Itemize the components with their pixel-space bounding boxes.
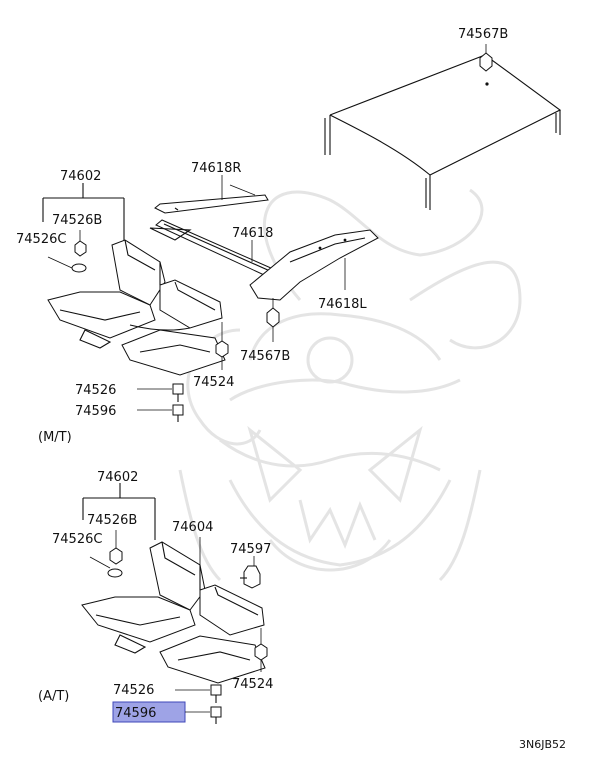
label-74526-mt[interactable]: 74526 [75,383,116,398]
mt-bar-74618 [149,219,281,281]
label-74524-at[interactable]: 74524 [232,677,273,692]
mt-nut-74526B [74,230,87,257]
diagram-code: 3N6JB52 [519,738,566,751]
label-74596-at[interactable]: 74596 [115,706,156,721]
mt-washer-74526C [71,263,87,273]
label-74596-mt[interactable]: 74596 [75,404,116,419]
label-74618L-mt[interactable]: 74618L [318,297,367,312]
mt-nut-74567B [266,298,280,342]
nut-74567B-top [479,44,493,72]
at-clip-74597 [240,556,261,589]
label-74602-at[interactable]: 74602 [97,470,138,485]
label-74526-at[interactable]: 74526 [113,683,154,698]
at-bolt-74526 [175,684,222,703]
label-74602-mt[interactable]: 74602 [60,169,101,184]
at-undercover-panel [81,541,266,684]
at-bracket-74602 [82,483,156,540]
label-74567B-mt[interactable]: 74567B [240,349,290,364]
variant-label-mt: (M/T) [38,430,72,445]
label-74604-at[interactable]: 74604 [172,520,213,535]
mt-bolt-74596 [137,404,184,422]
label-74526B-mt[interactable]: 74526B [52,213,102,228]
mt-undercover-panel [47,239,226,376]
at-bolt-74524 [254,628,268,672]
at-washer-74526C [107,568,123,578]
upper-cover-panel [324,54,562,210]
label-74526C-at[interactable]: 74526C [52,532,102,547]
label-74618-mt[interactable]: 74618 [232,226,273,241]
label-74526B-at[interactable]: 74526B [87,513,137,528]
mt-bar-74618R [154,184,269,214]
mt-bolt-74524 [215,322,229,370]
mt-bracket-74602 [42,183,125,245]
label-74597-at[interactable]: 74597 [230,542,271,557]
at-bolt-74596 [185,706,222,724]
mt-bolt-74526 [137,383,184,402]
label-74524-mt[interactable]: 74524 [193,375,234,390]
at-nut-74526B [109,530,123,565]
label-74618R-mt[interactable]: 74618R [191,161,241,176]
label-74567B-top[interactable]: 74567B [458,27,508,42]
variant-label-at: (A/T) [38,689,69,704]
mt-bar-74618L [249,229,379,301]
label-74526C-mt[interactable]: 74526C [16,232,66,247]
watermark-emblem [178,188,522,582]
